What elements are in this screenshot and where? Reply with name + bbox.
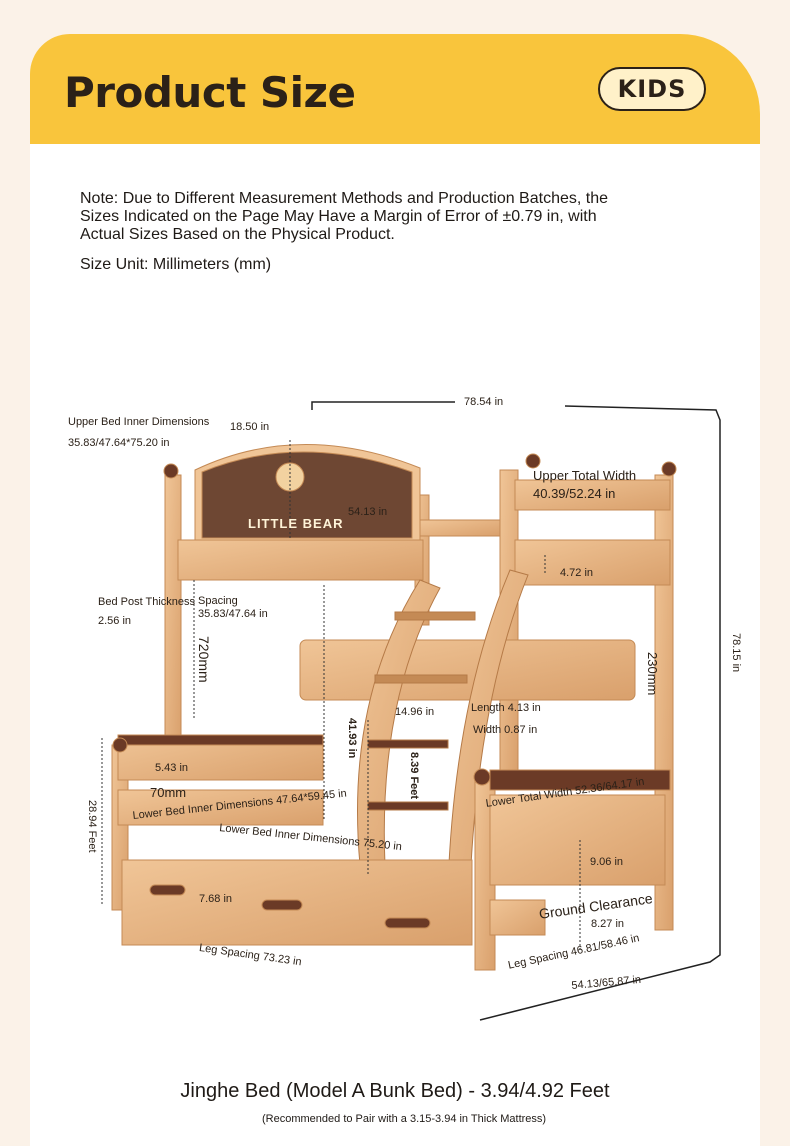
size-note: Note: Due to Different Measurement Metho… (80, 190, 608, 243)
headboard-width-label: 54.13 in (348, 506, 388, 518)
ground-clearance-value: 8.27 in (591, 918, 625, 930)
upper-total-width-title: Upper Total Width (533, 468, 637, 483)
under-height-label: 720mm (196, 636, 212, 683)
dimension-lines (311, 401, 721, 1021)
foot-height-label: 9.06 in (590, 856, 624, 868)
ladder-height-label: 41.93 in (346, 718, 358, 759)
total-height-label: 78.15 in (730, 633, 742, 673)
step-length-label: Length 4.13 in (471, 702, 541, 714)
upper-total-width-value: 40.39/52.24 in (533, 486, 616, 501)
step-width-label: 14.96 in (395, 706, 435, 718)
bed-post-title: Bed Post Thickness (98, 596, 196, 608)
lower-gap-label: 70mm (150, 785, 187, 800)
headboard-text: LITTLE BEAR (248, 516, 344, 531)
product-caption: Jinghe Bed (Model A Bunk Bed) - 3.94/4.9… (180, 1080, 610, 1102)
lower-height-label: 28.94 Feet (86, 800, 98, 853)
spacing-title: Spacing (198, 595, 238, 607)
lower-rail-label: 5.43 in (155, 762, 189, 774)
upper-inner-value: 35.83/47.64*75.20 in (68, 437, 170, 449)
rail-gap-label: 4.72 in (560, 567, 594, 579)
total-length-label: 78.54 in (464, 396, 504, 408)
mattress-recommendation: (Recommended to Pair with a 3.15-3.94 in… (262, 1113, 547, 1125)
drawer-height-label: 7.68 in (199, 893, 233, 905)
upper-inner-title: Upper Bed Inner Dimensions (68, 416, 210, 428)
dimension-ticks (101, 440, 581, 950)
page-title: Product Size (64, 68, 356, 117)
kids-badge: KIDS (598, 67, 706, 111)
step-thick-label: Width 0.87 in (473, 724, 538, 736)
guardrail-height-label: 230mm (645, 652, 660, 696)
headboard-height-label: 18.50 in (230, 421, 270, 433)
lower-bed (111, 734, 671, 971)
bed-post-value: 2.56 in (98, 615, 132, 627)
step-spacing-label: 8.39 Feet (408, 752, 420, 800)
size-unit: Size Unit: Millimeters (mm) (80, 256, 272, 273)
spacing-value: 35.83/47.64 in (198, 608, 268, 620)
header-banner: Product Size KIDS (30, 34, 760, 154)
